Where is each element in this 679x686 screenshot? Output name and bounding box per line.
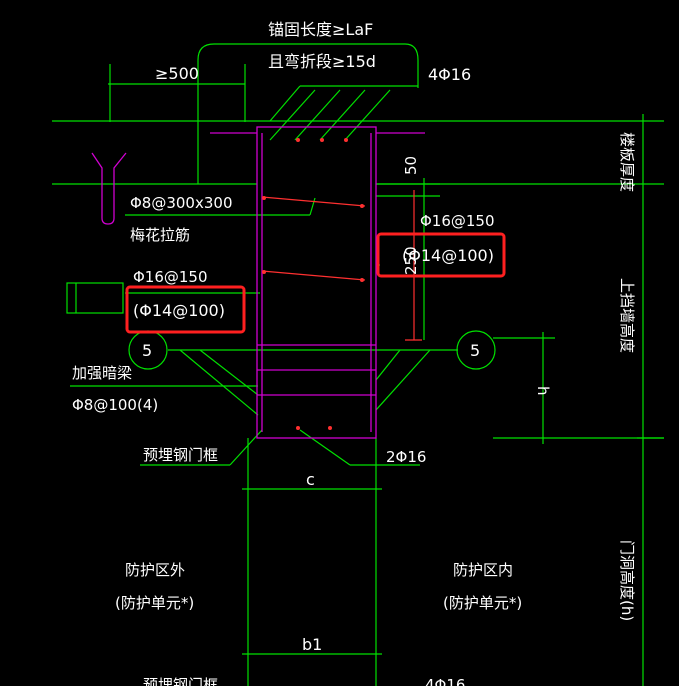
rebar-dots (262, 138, 364, 430)
inside-unit-label: (防护单元*) (443, 594, 522, 612)
bottom-cut-left-label: 预埋钢门框 (143, 676, 218, 686)
dim-c-label: c (306, 470, 315, 489)
outside-unit-label: (防护单元*) (115, 594, 194, 612)
bottom-bars-label: 2Φ16 (386, 448, 426, 466)
dim-50-label: 50 (402, 156, 420, 175)
embedded-frame-label: 预埋钢门框 (143, 446, 218, 464)
dim-250-label: 250 (402, 246, 420, 275)
section-outline (91, 126, 425, 439)
wall-bar-right-alt-label: (Φ14@100) (402, 246, 494, 265)
dimension-lines (52, 43, 664, 686)
hidden-beam-label: 加强暗梁 (72, 364, 132, 382)
bend-length-label: 且弯折段≥15d (268, 52, 376, 71)
dim-h-label: h (534, 386, 552, 396)
right-door-height-label: 门洞高度(h) (618, 540, 636, 621)
axis-right-label: 5 (470, 341, 480, 360)
dim-b1-label: b1 (302, 635, 322, 654)
right-lintel-height-label: 上挡墙高度 (618, 278, 636, 353)
highlight-box-right (376, 232, 506, 278)
tie-bar-name-label: 梅花拉筋 (130, 226, 190, 244)
rebar-lines (261, 190, 422, 341)
hidden-beam-stirrup-label: Φ8@100(4) (72, 396, 158, 414)
right-floor-thickness-label: 楼板厚度 (618, 132, 636, 192)
anchor-length-label: 锚固长度≥LaF (268, 20, 373, 39)
outside-zone-label: 防护区外 (125, 561, 185, 579)
dim-500-label: ≥500 (155, 64, 199, 83)
axis-left-label: 5 (142, 341, 152, 360)
top-bars-label: 4Φ16 (428, 65, 471, 84)
wall-bar-left-label: Φ16@150 (133, 268, 208, 286)
wall-bar-right-label: Φ16@150 (420, 212, 495, 230)
inside-zone-label: 防护区内 (453, 561, 513, 579)
bottom-cut-right-label: 4Φ16 (425, 676, 465, 686)
wall-bar-left-alt-label: (Φ14@100) (133, 301, 225, 320)
labels: 锚固长度≥LaF 且弯折段≥15d ≥500 4Φ16 Φ8@300x300 梅… (72, 20, 636, 686)
tie-bar-spec-label: Φ8@300x300 (130, 194, 233, 212)
highlight-box-left (125, 285, 246, 334)
